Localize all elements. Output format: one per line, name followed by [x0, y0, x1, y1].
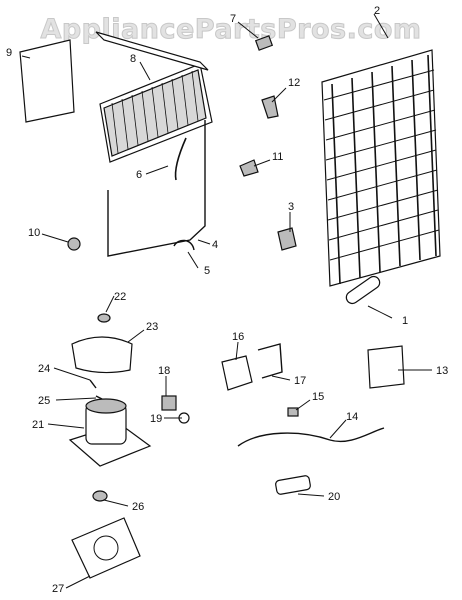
leader-lines	[21, 13, 432, 589]
part-10-clip[interactable]	[67, 237, 81, 251]
callout-9: 9	[6, 47, 12, 59]
callout-21: 21	[32, 419, 44, 431]
part-8-condenser[interactable]	[95, 31, 213, 163]
callout-10: 10	[28, 227, 40, 239]
part-1-drier[interactable]	[344, 274, 382, 306]
part-27-baseplate[interactable]	[71, 517, 141, 579]
part-21-compressor[interactable]	[68, 398, 152, 467]
part-7-bracket[interactable]	[254, 35, 274, 51]
callout-12: 12	[288, 77, 300, 89]
callout-20: 20	[328, 491, 340, 503]
part-12-clip[interactable]	[261, 95, 279, 119]
callout-23: 23	[146, 321, 158, 333]
callout-6: 6	[136, 169, 142, 181]
callout-15: 15	[312, 391, 324, 403]
part-23-cover[interactable]	[71, 336, 133, 374]
callout-5: 5	[204, 265, 210, 277]
callout-4: 4	[212, 239, 218, 251]
part-18-overload[interactable]	[161, 395, 177, 411]
callout-1: 1	[402, 315, 408, 327]
callout-16: 16	[232, 331, 244, 343]
part-13-plate[interactable]	[367, 345, 405, 389]
callout-14: 14	[346, 411, 358, 423]
part-24-clip[interactable]	[89, 379, 97, 389]
part-6-tubing[interactable]	[174, 137, 187, 181]
callout-22: 22	[114, 291, 126, 303]
part-9-panel[interactable]	[19, 39, 75, 123]
part-26-grommet[interactable]	[92, 490, 108, 502]
part-22-grommet[interactable]	[97, 313, 111, 323]
callout-18: 18	[158, 365, 170, 377]
part-4-tubing[interactable]	[107, 120, 206, 257]
callout-27: 27	[52, 583, 64, 595]
part-5-clip[interactable]	[173, 239, 195, 251]
callout-2: 2	[374, 5, 380, 17]
part-17-cover[interactable]	[257, 343, 283, 379]
callout-7: 7	[230, 13, 236, 25]
callout-3: 3	[288, 201, 294, 213]
part-20-capacitor[interactable]	[275, 475, 311, 495]
callout-26: 26	[132, 501, 144, 513]
part-2-evaporator[interactable]	[321, 49, 441, 287]
callout-25: 25	[38, 395, 50, 407]
part-3-clip[interactable]	[277, 227, 297, 251]
callout-13: 13	[436, 365, 448, 377]
callouts: 1 2 3 4 5 6 7 8 9 10 11 12 13 14 15 16 1…	[6, 5, 448, 595]
callout-8: 8	[130, 53, 136, 65]
callout-11: 11	[272, 151, 283, 163]
part-14-harness[interactable]	[237, 427, 385, 447]
callout-17: 17	[294, 375, 306, 387]
part-15-connector[interactable]	[287, 407, 299, 417]
part-11-clip[interactable]	[239, 159, 259, 177]
callout-19: 19	[150, 413, 162, 425]
callout-24: 24	[38, 363, 50, 375]
part-16-relay[interactable]	[221, 355, 253, 391]
